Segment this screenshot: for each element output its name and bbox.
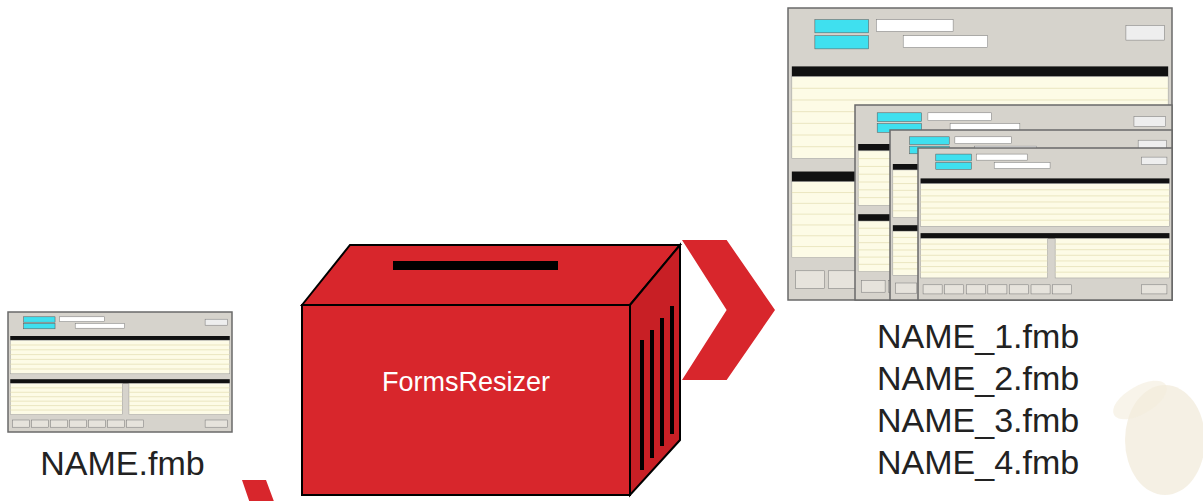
resizer-box: FormsResizer	[302, 245, 680, 495]
flow-arrow	[242, 480, 292, 501]
file-name: NAME_3.fmb	[877, 401, 1079, 440]
form-screenshot	[855, 105, 1172, 300]
file-name: NAME.fmb	[5, 444, 240, 483]
box-front	[302, 305, 630, 495]
box-slot	[393, 261, 558, 270]
output-forms: NAME_1.fmbNAME_2.fmbNAME_3.fmbNAME_4.fmb	[785, 5, 1175, 495]
form-screenshot	[890, 130, 1172, 300]
box-vents	[642, 306, 672, 470]
box-side	[630, 245, 680, 495]
file-name: NAME_4.fmb	[877, 443, 1079, 482]
input-form: NAME.fmb	[5, 308, 240, 498]
tool-name: FormsResizer	[302, 367, 630, 398]
resizer-box	[302, 245, 680, 495]
file-name: NAME_2.fmb	[877, 359, 1079, 398]
file-name: NAME_1.fmb	[877, 317, 1079, 356]
form-screenshot	[788, 8, 1172, 300]
bee-wing	[1107, 373, 1173, 427]
flow-arrow	[682, 240, 775, 380]
form-screenshot	[8, 312, 232, 432]
box-top	[302, 245, 680, 305]
form-screenshot	[918, 148, 1172, 300]
